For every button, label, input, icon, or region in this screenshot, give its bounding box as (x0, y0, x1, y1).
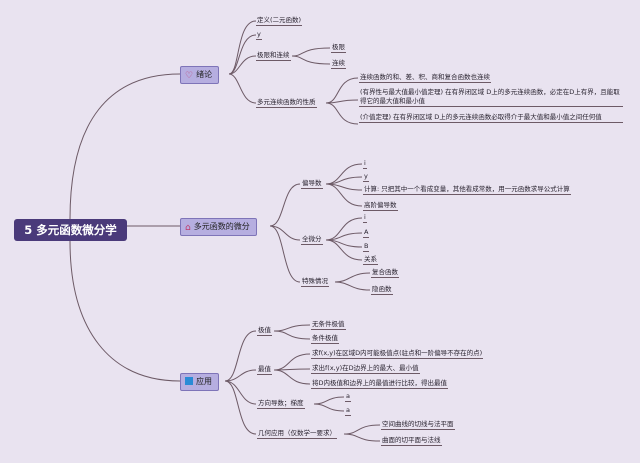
node-partial-y[interactable]: y (364, 172, 368, 180)
node-underline (257, 438, 337, 439)
node-underline (381, 445, 442, 446)
node-underline (363, 194, 571, 195)
branch-applications[interactable]: 应用 (180, 373, 219, 391)
node-total-b[interactable]: B (364, 242, 369, 250)
node-geometry[interactable]: 几何应用（仅数学一要求） (258, 429, 336, 437)
node-underline (257, 335, 272, 336)
node-underline (363, 222, 367, 223)
node-higher-order[interactable]: 高阶偏导数 (364, 201, 397, 209)
node-underline (301, 188, 323, 189)
branch-differential[interactable]: ⌂多元函数的微分 (180, 218, 257, 236)
node-underline (359, 122, 623, 123)
node-total-differential[interactable]: 全微分 (302, 235, 322, 243)
node-underline (345, 401, 351, 402)
node-directional-gradient[interactable]: 方向导数；梯度 (258, 399, 304, 407)
node-prop-arith[interactable]: 连续函数的和、差、积、商和复合函数也连续 (360, 73, 490, 81)
node-underline (311, 373, 420, 374)
node-direction-a1[interactable]: a (346, 392, 350, 400)
node-prop-ivt[interactable]: (介值定理) 在有界闭区域 D上的多元连续函数必取得介于最大值和最小值之间任何值 (360, 113, 602, 121)
node-composite[interactable]: 复合函数 (372, 268, 398, 276)
node-max-min[interactable]: 最值 (258, 365, 271, 373)
node-underline (256, 25, 303, 26)
node-underline (311, 329, 346, 330)
node-unconditional[interactable]: 无条件极值 (312, 320, 345, 328)
node-underline (363, 237, 370, 238)
node-underline (359, 106, 623, 107)
node-maxmin-step3[interactable]: 将D内极值和边界上的最值进行比较，得出最值 (312, 379, 448, 387)
square-icon (185, 377, 193, 385)
node-underline (359, 82, 491, 83)
node-continuity[interactable]: 连续 (332, 59, 345, 67)
node-direction-a2[interactable]: a (346, 406, 350, 414)
node-special-cases[interactable]: 特殊情况 (302, 277, 328, 285)
node-underline (311, 388, 449, 389)
house-icon: ⌂ (185, 223, 191, 233)
node-partial-i[interactable]: i (364, 159, 366, 167)
node-underline (256, 39, 262, 40)
node-underline (331, 68, 346, 69)
node-total-i[interactable]: i (364, 213, 366, 221)
node-underline (257, 374, 272, 375)
node-relation[interactable]: 关系 (364, 255, 377, 263)
node-prop-bounded[interactable]: (有界性与最大值最小值定理) 在有界闭区域 D上的多元连续函数，必定在D上有界，… (360, 88, 620, 105)
node-maxmin-step1[interactable]: 求f(x,y)在区域D内可能极值点(驻点和一阶偏导不存在的点) (312, 349, 483, 357)
link-root-ch1 (69, 73, 181, 220)
node-underline (371, 277, 399, 278)
node-underline (363, 181, 369, 182)
node-limit-continuity[interactable]: 极限和连续 (257, 51, 290, 59)
node-y[interactable]: y (257, 30, 261, 38)
root-topic[interactable]: 5 多元函数微分学 (14, 219, 127, 241)
node-underline (311, 343, 339, 344)
node-definition[interactable]: 定义(二元函数) (257, 16, 302, 24)
heart-icon: ♡ (185, 71, 194, 81)
link-root-ch3 (69, 240, 181, 382)
node-underline (345, 415, 351, 416)
node-underline (256, 107, 317, 108)
node-underline (301, 244, 323, 245)
node-underline (381, 429, 455, 430)
node-limit[interactable]: 极限 (332, 43, 345, 51)
node-underline (363, 210, 398, 211)
node-extremum[interactable]: 极值 (258, 326, 271, 334)
node-implicit[interactable]: 隐函数 (372, 285, 392, 293)
branch-intro[interactable]: ♡绪论 (180, 66, 220, 84)
node-underline (363, 251, 370, 252)
node-continuous-properties[interactable]: 多元连续函数的性质 (257, 98, 316, 106)
node-partial-compute[interactable]: 计算: 只把其中一个看成变量，其他看成常数，用一元函数求导公式计算 (364, 185, 570, 193)
node-tangent-plane[interactable]: 曲面的切平面与法线 (382, 436, 441, 444)
node-underline (363, 168, 367, 169)
node-underline (331, 52, 346, 53)
node-total-a[interactable]: A (364, 228, 369, 236)
node-underline (257, 408, 305, 409)
node-underline (363, 264, 378, 265)
node-conditional[interactable]: 条件极值 (312, 334, 338, 342)
node-underline (311, 358, 484, 359)
node-tangent-line[interactable]: 空间曲线的切线与法平面 (382, 420, 454, 428)
node-underline (256, 60, 291, 61)
node-underline (371, 294, 393, 295)
node-maxmin-step2[interactable]: 求出f(x,y)在D边界上的最大、最小值 (312, 364, 419, 372)
node-underline (301, 286, 329, 287)
node-partial-derivative[interactable]: 偏导数 (302, 179, 322, 187)
